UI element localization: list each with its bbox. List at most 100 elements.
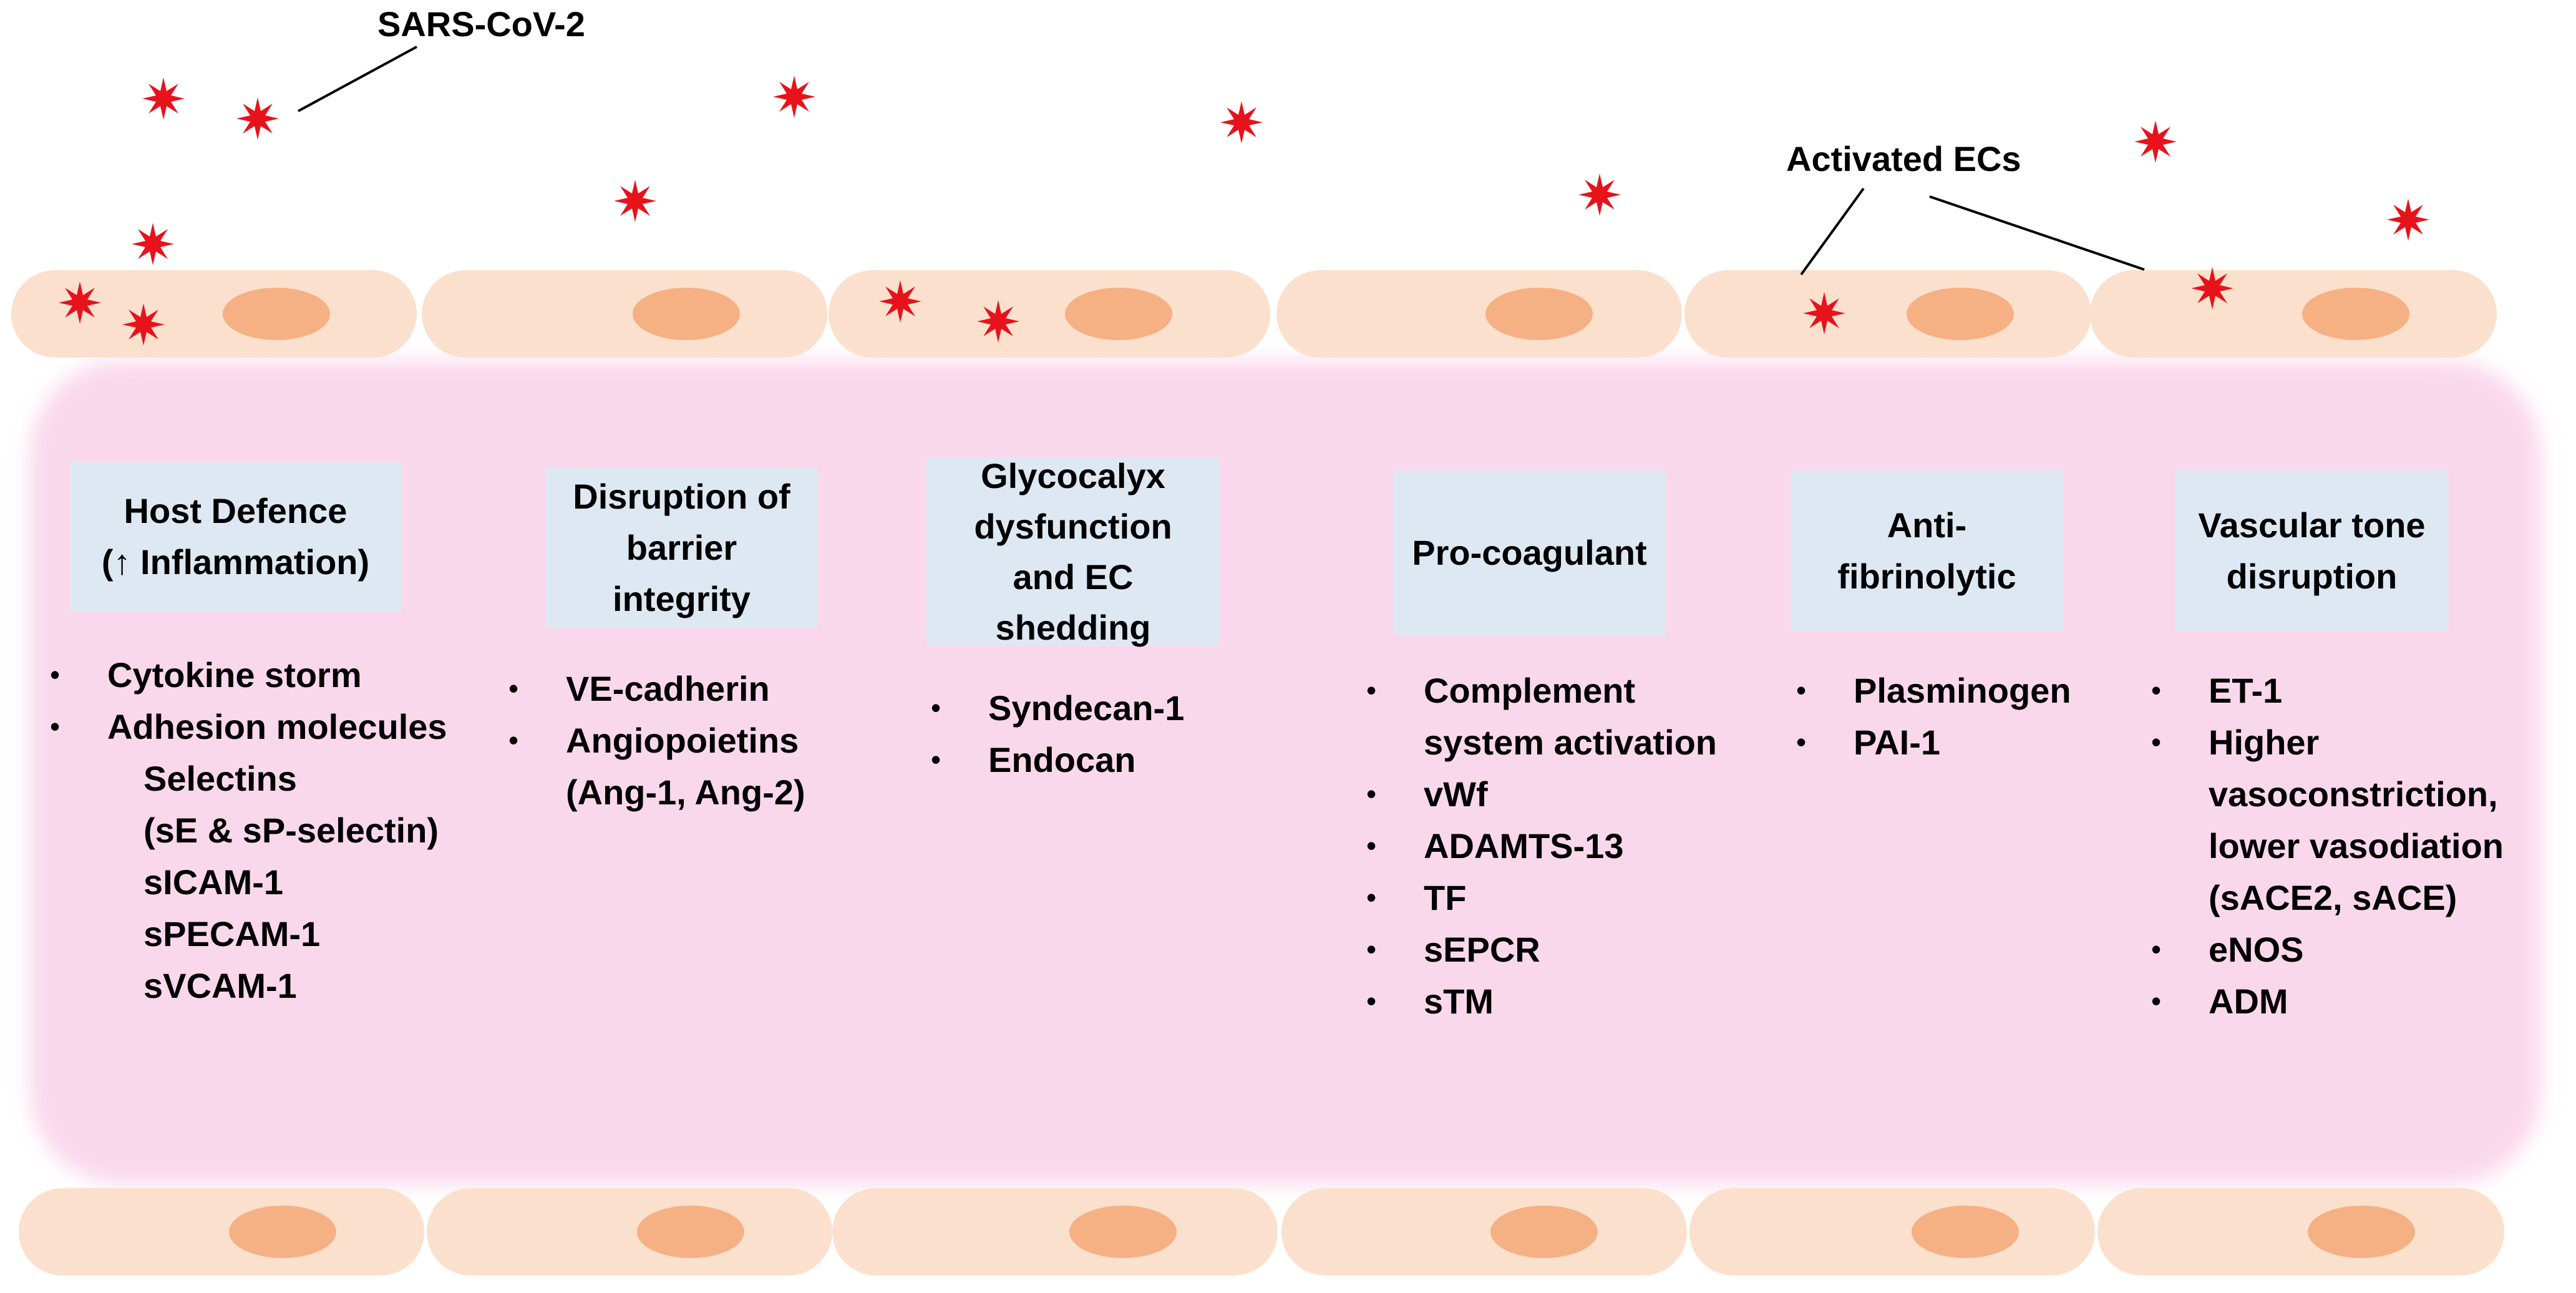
header-line: (↑ Inflammation) xyxy=(101,542,370,582)
list-item: (sACE2, sACE) xyxy=(2209,878,2457,917)
virus-particle-icon xyxy=(59,281,101,324)
cell-nucleus xyxy=(1485,288,1593,340)
virus-pointer-line xyxy=(298,46,417,112)
header-line: Vascular tone xyxy=(2198,505,2426,545)
endothelial-cell xyxy=(1281,1188,1687,1276)
virus-particle-icon xyxy=(2134,120,2177,163)
header-glycocalyx: Glycocalyx dysfunction and EC shedding xyxy=(926,456,1220,647)
bottom-endothelial-layer xyxy=(19,1188,2504,1276)
virus-particles xyxy=(59,76,2429,346)
list-host-defence: Cytokine storm Adhesion molecules Select… xyxy=(50,649,447,1012)
list-item: Syndecan-1 xyxy=(931,682,1184,734)
top-endothelial-layer xyxy=(11,270,2497,358)
virus-particle-icon xyxy=(879,280,921,323)
virus-particle-icon xyxy=(1578,173,1621,216)
cell-nucleus xyxy=(1490,1206,1598,1258)
virus-particle-icon xyxy=(977,300,1019,343)
list-item: Plasminogen xyxy=(1796,665,2071,716)
header-line: Glycocalyx xyxy=(981,456,1165,495)
endothelial-cell xyxy=(19,1188,424,1276)
list-glycocalyx: Syndecan-1 Endocan xyxy=(931,682,1184,786)
list-item: VE-cadherin xyxy=(508,663,805,715)
cell-nucleus xyxy=(229,1206,336,1258)
list-item: Adhesion molecules xyxy=(50,701,447,753)
virus-particle-icon xyxy=(122,303,165,346)
header-line: shedding xyxy=(995,608,1151,647)
list-item: sEPCR xyxy=(1366,924,1717,975)
cell-nucleus xyxy=(2302,288,2409,340)
list-item: TF xyxy=(1366,872,1717,924)
virus-particle-icon xyxy=(2387,198,2429,241)
cell-nucleus xyxy=(633,288,740,340)
virus-particle-icon xyxy=(614,180,656,222)
list-item: (Ang-1, Ang-2) xyxy=(566,773,805,812)
virus-label: SARS-CoV-2 xyxy=(377,4,585,44)
endothelial-cell xyxy=(832,1188,1278,1276)
list-item: sTM xyxy=(1366,975,1717,1027)
list-item: Endocan xyxy=(931,734,1184,786)
endothelial-cell xyxy=(1684,270,2091,358)
endothelial-cell xyxy=(1689,1188,2095,1276)
header-line: and EC xyxy=(1013,557,1134,597)
list-item: ADM xyxy=(2151,975,2504,1027)
header-line: Disruption of xyxy=(573,476,790,516)
list-item: Angiopoietins xyxy=(508,715,805,766)
header-procoagulant: Pro-coagulant xyxy=(1393,471,1666,635)
header-line: dysfunction xyxy=(974,507,1172,546)
cell-nucleus xyxy=(637,1206,744,1258)
cell-nucleus xyxy=(223,288,330,340)
header-line: Pro-coagulant xyxy=(1412,533,1647,572)
list-item: PAI-1 xyxy=(1796,716,2071,768)
list-item: ET-1 xyxy=(2151,665,2504,716)
cell-nucleus xyxy=(2308,1206,2415,1258)
header-vascular-tone: Vascular tone disruption xyxy=(2175,471,2448,631)
list-item: ADAMTS-13 xyxy=(1366,820,1717,872)
cell-nucleus xyxy=(1912,1206,2019,1258)
list-item: sVCAM-1 xyxy=(143,966,297,1005)
endothelial-cell xyxy=(422,270,827,358)
cell-nucleus xyxy=(1065,288,1172,340)
virus-particle-icon xyxy=(142,77,185,120)
ec-pointer-line-right xyxy=(1929,195,2145,271)
virus-particle-icon xyxy=(2191,267,2233,310)
header-line: Host Defence xyxy=(124,491,348,530)
cell-nucleus xyxy=(1907,288,2014,340)
header-line: barrier xyxy=(626,527,737,567)
cell-nucleus xyxy=(1069,1206,1177,1258)
list-item: Higher xyxy=(2151,716,2504,768)
list-item: vasoconstriction, xyxy=(2209,774,2498,814)
header-line: Anti- xyxy=(1887,505,1967,545)
list-vascular-tone: ET-1 Higher vasoconstriction, lower vaso… xyxy=(2151,665,2504,1027)
endothelial-cell xyxy=(1276,270,1682,358)
header-antifibrinolytic: Anti- fibrinolytic xyxy=(1791,471,2063,631)
list-item: lower vasodiation xyxy=(2209,826,2504,866)
list-procoagulant: Complement system activation vWf ADAMTS-… xyxy=(1366,665,1717,1027)
endothelial-cell xyxy=(427,1188,832,1276)
list-item: eNOS xyxy=(2151,924,2504,975)
list-item: (sE & sP-selectin) xyxy=(143,811,439,850)
endothelial-cell xyxy=(829,270,1270,358)
virus-particle-icon xyxy=(1220,101,1263,144)
header-barrier: Disruption of barrier integrity xyxy=(545,467,818,628)
header-line: disruption xyxy=(2226,556,2398,596)
header-line: fibrinolytic xyxy=(1837,556,2016,596)
ec-pointer-line-left xyxy=(1800,187,1865,276)
virus-particle-icon xyxy=(236,97,279,140)
endothelial-cell xyxy=(11,270,417,358)
list-item: sPECAM-1 xyxy=(143,914,321,954)
virus-particle-icon xyxy=(1803,292,1845,334)
endothelial-cell xyxy=(2090,270,2497,358)
list-item: Cytokine storm xyxy=(50,649,447,701)
list-item: sICAM-1 xyxy=(143,862,284,902)
list-item: vWf xyxy=(1366,768,1717,820)
list-item: Selectins xyxy=(143,759,297,798)
virus-particle-icon xyxy=(773,76,815,118)
activated-ecs-label: Activated ECs xyxy=(1786,139,2021,178)
list-antifibrinolytic: Plasminogen PAI-1 xyxy=(1796,665,2071,768)
header-line: integrity xyxy=(613,578,751,618)
list-item: Complement xyxy=(1366,665,1717,716)
virus-particle-icon xyxy=(132,223,174,265)
list-barrier: VE-cadherin Angiopoietins (Ang-1, Ang-2) xyxy=(508,663,805,818)
